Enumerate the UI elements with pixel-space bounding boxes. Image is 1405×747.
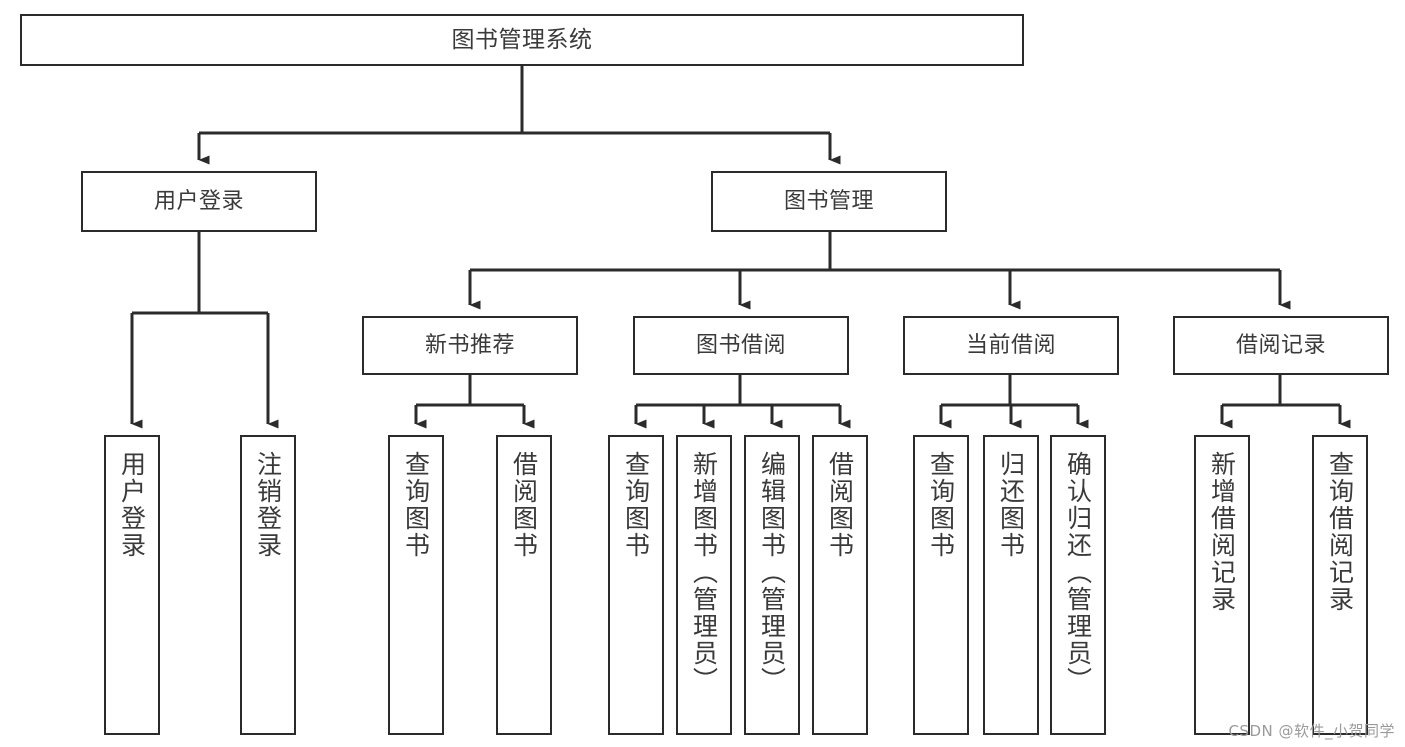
node-leaf-query-book-3[interactable]: 查询图书 [913, 435, 969, 735]
node-book-manage[interactable]: 图书管理 [711, 171, 947, 232]
node-label: 新增借阅记录 [1207, 451, 1237, 613]
node-label: 借阅图书 [509, 451, 539, 559]
node-label: 借阅图书 [825, 451, 855, 559]
node-label: 确认归还（管理员） [1063, 451, 1093, 694]
node-label: 当前借阅 [965, 332, 1056, 358]
node-label: 图书借阅 [695, 332, 786, 358]
node-leaf-user-login[interactable]: 用户登录 [104, 435, 160, 735]
node-leaf-logout-login[interactable]: 注销登录 [240, 435, 296, 735]
node-label: 用户登录 [117, 451, 147, 559]
node-leaf-edit-book[interactable]: 编辑图书（管理员） [744, 435, 800, 735]
node-leaf-query-book-1[interactable]: 查询图书 [388, 435, 444, 735]
node-label: 编辑图书（管理员） [757, 451, 787, 694]
node-label: 借阅记录 [1235, 332, 1326, 358]
node-leaf-borrow-book-1[interactable]: 借阅图书 [496, 435, 552, 735]
node-label: 用户登录 [153, 188, 244, 214]
node-leaf-borrow-book-2[interactable]: 借阅图书 [812, 435, 868, 735]
node-leaf-query-book-2[interactable]: 查询图书 [608, 435, 664, 735]
node-label: 归还图书 [996, 451, 1026, 559]
node-leaf-add-book[interactable]: 新增图书（管理员） [676, 435, 732, 735]
node-leaf-add-record[interactable]: 新增借阅记录 [1194, 435, 1250, 735]
node-label: 图书管理系统 [451, 26, 593, 53]
node-label: 注销登录 [253, 451, 283, 559]
node-label: 查询图书 [401, 451, 431, 559]
node-label: 新增图书（管理员） [689, 451, 719, 694]
node-label: 查询借阅记录 [1325, 451, 1355, 613]
node-leaf-return-book[interactable]: 归还图书 [983, 435, 1039, 735]
node-label: 图书管理 [783, 188, 874, 214]
node-leaf-confirm-return[interactable]: 确认归还（管理员） [1050, 435, 1106, 735]
node-label: 查询图书 [926, 451, 956, 559]
node-borrow-record[interactable]: 借阅记录 [1173, 316, 1389, 375]
node-user-login[interactable]: 用户登录 [81, 171, 317, 232]
node-leaf-query-record[interactable]: 查询借阅记录 [1312, 435, 1368, 735]
node-current-borrow[interactable]: 当前借阅 [903, 316, 1119, 375]
node-label: 查询图书 [621, 451, 651, 559]
node-book-borrow[interactable]: 图书借阅 [633, 316, 849, 375]
node-root-system[interactable]: 图书管理系统 [20, 14, 1024, 66]
node-new-book-recommend[interactable]: 新书推荐 [362, 316, 578, 375]
node-label: 新书推荐 [424, 332, 515, 358]
